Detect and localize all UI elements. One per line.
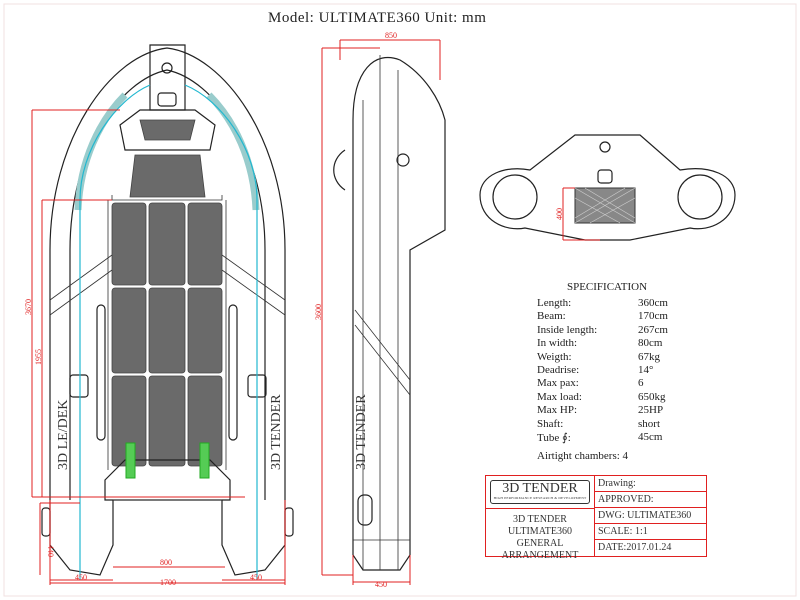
page-border (3, 3, 797, 597)
left-tube-section (492, 174, 538, 220)
tb-drawing: Drawing: (595, 476, 706, 492)
tb-scale: SCALE: 1:1 (595, 524, 706, 540)
top-view-dimensions: 3670 1955 440 800 450 450 1700 (24, 109, 286, 587)
dim-transom-height: 400 (555, 208, 564, 220)
left-green-handle (125, 442, 136, 479)
dim-tube-right: 450 (250, 573, 262, 582)
right-tube-section (677, 174, 723, 220)
side-hull-branding: 3D TENDER (354, 394, 369, 470)
dim-overall-length: 3670 (24, 299, 33, 315)
left-cleat (69, 374, 89, 398)
front-logo-badge (597, 169, 613, 184)
company-logo: 3D TENDER HIGH PERFORMANCE RESEARCH & DE… (490, 480, 590, 504)
bow-logo-badge (157, 92, 177, 107)
left-tube-cone (49, 500, 114, 576)
spec-airtight-chambers: Airtight chambers: 4 (537, 450, 629, 463)
side-view-dimensions: 850 3600 450 (314, 31, 441, 589)
right-tube-cone (221, 500, 286, 576)
tb-date: DATE:2017.01.24 (598, 542, 672, 553)
right-tube-centerline (184, 84, 258, 580)
dim-overall-beam: 1700 (160, 578, 176, 587)
tube-seams (49, 254, 286, 316)
drawing-description: 3D TENDER ULTIMATE360 GENERAL ARRANGEMEN… (501, 514, 579, 561)
right-grab-handle (206, 92, 260, 211)
left-grab-handle (74, 92, 128, 211)
bow-step (119, 109, 216, 151)
deck-pads (111, 202, 223, 467)
front-deck-pad (129, 154, 206, 198)
spec-row: Deadrise:14° (537, 363, 654, 376)
right-green-handle (199, 442, 210, 479)
top-view: 3D LE/DEK 3D TENDER (41, 44, 294, 580)
side-tow-handle (357, 494, 373, 526)
side-logo-badge (396, 153, 410, 167)
side-view-hull (352, 56, 446, 571)
bow-locker (149, 44, 186, 111)
dim-top-width: 850 (385, 31, 397, 40)
specification-panel: SPECIFICATION Length:360cm Beam:170cm In… (537, 281, 707, 462)
left-tube-centerline (79, 84, 151, 580)
spec-row: Max load:650kg (537, 390, 666, 403)
spec-row: Weigth:67kg (537, 350, 660, 363)
title-block: 3D TENDER HIGH PERFORMANCE RESEARCH & DE… (485, 475, 707, 561)
left-hull-branding: 3D LE/DEK (56, 400, 71, 470)
right-hull-branding: 3D TENDER (269, 394, 284, 470)
dim-tube-left: 450 (75, 573, 87, 582)
side-view: 3D TENDER (333, 55, 446, 571)
spec-row: Length:360cm (537, 297, 668, 309)
spec-row: Max HP:25HP (537, 404, 664, 417)
dim-side-tube: 450 (375, 580, 387, 589)
spec-row: Max pax:6 (537, 377, 644, 390)
right-oar-holder (228, 304, 238, 441)
left-tow-handle (41, 507, 51, 537)
left-oar-holder (96, 304, 106, 441)
tb-approved: APPROVED: (595, 492, 706, 508)
spec-row: Inside length:267cm (537, 323, 668, 336)
spec-row: In width:80cm (537, 337, 663, 350)
dim-side-length: 3600 (314, 304, 323, 320)
drawing-title: Model: ULTIMATE360 Unit: mm (268, 10, 487, 26)
front-view-outline (479, 134, 736, 241)
dim-inside-length: 1955 (34, 349, 43, 365)
top-view-outer-tube (49, 47, 286, 500)
front-view (479, 134, 736, 241)
transom (104, 459, 231, 501)
bow-eye (161, 62, 173, 74)
right-tow-handle (284, 507, 294, 537)
bow-step-pad (139, 119, 196, 141)
top-view-deck-edge (107, 195, 227, 470)
spec-row: Beam:170cm (537, 310, 668, 323)
dim-inside-width: 800 (160, 558, 172, 567)
spec-row: Shaft:short (537, 417, 660, 430)
front-view-dimensions: 400 (555, 187, 600, 241)
spec-title: SPECIFICATION (566, 281, 648, 293)
tb-dwg: DWG: ULTIMATE360 (595, 508, 706, 524)
spec-row: Tube ∮:45cm (537, 430, 663, 444)
